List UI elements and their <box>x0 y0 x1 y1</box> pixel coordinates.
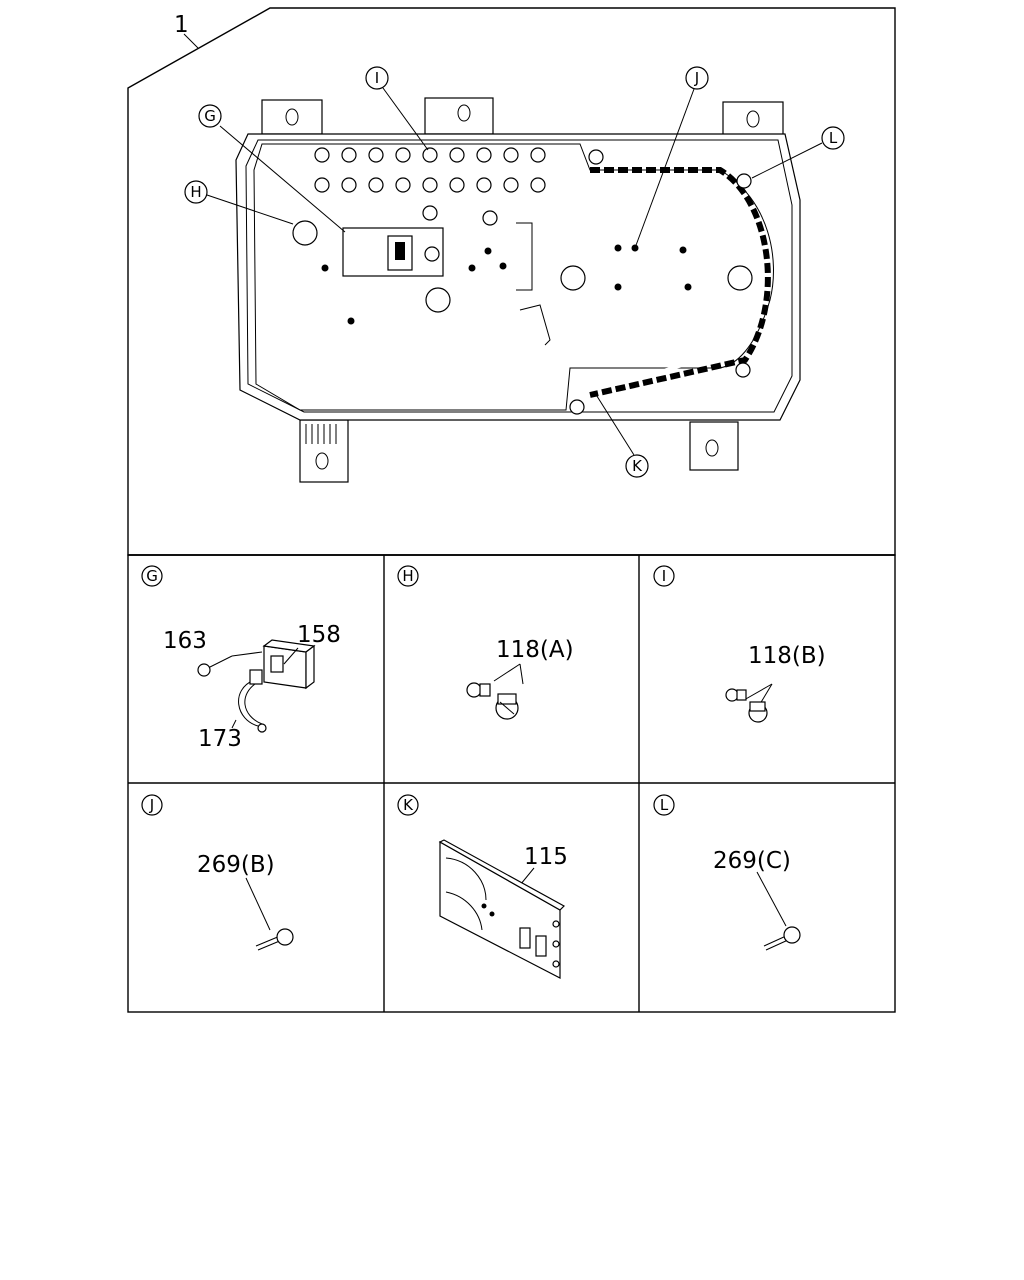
callout-i-letter: I <box>375 69 379 87</box>
callout-h-letter: H <box>190 183 201 201</box>
callout-g: G <box>198 104 346 233</box>
bottom-mounting-tabs <box>299 419 739 483</box>
callout-g-letter: G <box>204 107 216 125</box>
detail-g: G 163 158 173 <box>141 565 341 752</box>
part-163-label: 163 <box>163 628 207 654</box>
part-269c-label: 269(C) <box>713 848 791 874</box>
harness-173-icon <box>231 669 267 733</box>
screw-icon <box>763 926 801 951</box>
bulb-socket-icon <box>466 682 519 720</box>
callout-l-letter: L <box>829 129 838 147</box>
assembly-number: 1 <box>174 12 189 38</box>
bulb-socket-icon <box>725 688 768 723</box>
detail-grid <box>127 554 896 1013</box>
detail-l-letter: L <box>660 796 669 814</box>
detail-h-letter: H <box>402 567 413 585</box>
detail-k-letter: K <box>403 796 414 814</box>
top-mounting-tabs <box>261 97 784 137</box>
callout-h: H <box>184 180 294 225</box>
callout-i: I <box>365 66 429 151</box>
part-173-label: 173 <box>198 726 242 752</box>
instrument-cluster-icon <box>235 97 801 483</box>
detail-j-letter: J <box>149 796 154 814</box>
callout-k: K <box>594 392 649 478</box>
detail-l: L 269(C) <box>653 794 801 951</box>
screw-163-icon <box>197 651 263 677</box>
callout-j: J <box>634 66 709 249</box>
callout-j-letter: J <box>694 69 699 87</box>
part-115-label: 115 <box>524 844 568 870</box>
connector-module-icon <box>262 639 316 690</box>
callout-l: L <box>751 126 845 179</box>
part-118b-label: 118(B) <box>748 643 826 669</box>
bulb-socket-grid <box>314 147 546 226</box>
part-118a-label: 118(A) <box>496 637 574 663</box>
detail-i: I 118(B) <box>653 565 826 723</box>
detail-g-letter: G <box>146 567 158 585</box>
detail-j: J 269(B) <box>141 794 294 951</box>
assembly-label: 1 <box>174 12 199 49</box>
circuit-board-icon <box>438 839 565 979</box>
detail-k: K 115 <box>397 794 568 979</box>
screw-icon <box>255 928 294 951</box>
part-269b-label: 269(B) <box>197 852 275 878</box>
callout-k-letter: K <box>632 457 643 475</box>
part-158-label: 158 <box>297 622 341 648</box>
detail-i-letter: I <box>662 567 666 585</box>
detail-h: H 118(A) <box>397 565 574 720</box>
